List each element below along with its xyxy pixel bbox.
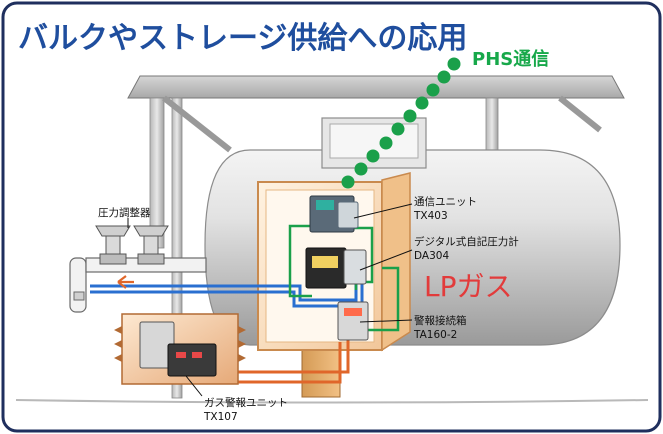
pressure-meter-device bbox=[305, 247, 367, 289]
phs-signal-dots bbox=[341, 57, 461, 189]
alarm-box-name: 警報接続箱 bbox=[414, 314, 467, 327]
canopy-roof bbox=[127, 75, 625, 99]
control-cabinet-door bbox=[381, 172, 411, 352]
gas-alarm-unit-name: ガス警報ユニット bbox=[204, 396, 288, 409]
housing-vents bbox=[114, 326, 246, 362]
regulator-label: 圧力調整器 bbox=[98, 206, 151, 219]
pressure-meter-model: DA304 bbox=[414, 250, 449, 262]
alarm-box-model: TA160-2 bbox=[413, 329, 457, 341]
canopy-brace-left bbox=[162, 95, 232, 153]
comm-unit-model: TX403 bbox=[413, 210, 448, 222]
page-title: バルクやストレージ供給への応用 bbox=[18, 21, 467, 56]
gas-alarm-unit-device bbox=[139, 321, 217, 377]
flow-arrow bbox=[117, 275, 134, 289]
leader-lines bbox=[127, 203, 413, 397]
pressure-meter-name: デジタル式自記圧力計 bbox=[414, 235, 519, 248]
ground-line bbox=[15, 399, 649, 404]
comm-unit-device bbox=[309, 195, 359, 233]
pressure-regulators bbox=[69, 225, 207, 313]
lp-gas-label: LPガス bbox=[424, 270, 513, 303]
phs-label: PHS通信 bbox=[472, 48, 549, 70]
gas-alarm-unit-model: TX107 bbox=[203, 411, 238, 423]
alarm-box-device bbox=[337, 301, 369, 341]
canopy-brace-right bbox=[558, 95, 602, 133]
canopy-pole-left-2 bbox=[171, 97, 183, 399]
comm-unit-name: 通信ユニット bbox=[414, 196, 477, 208]
